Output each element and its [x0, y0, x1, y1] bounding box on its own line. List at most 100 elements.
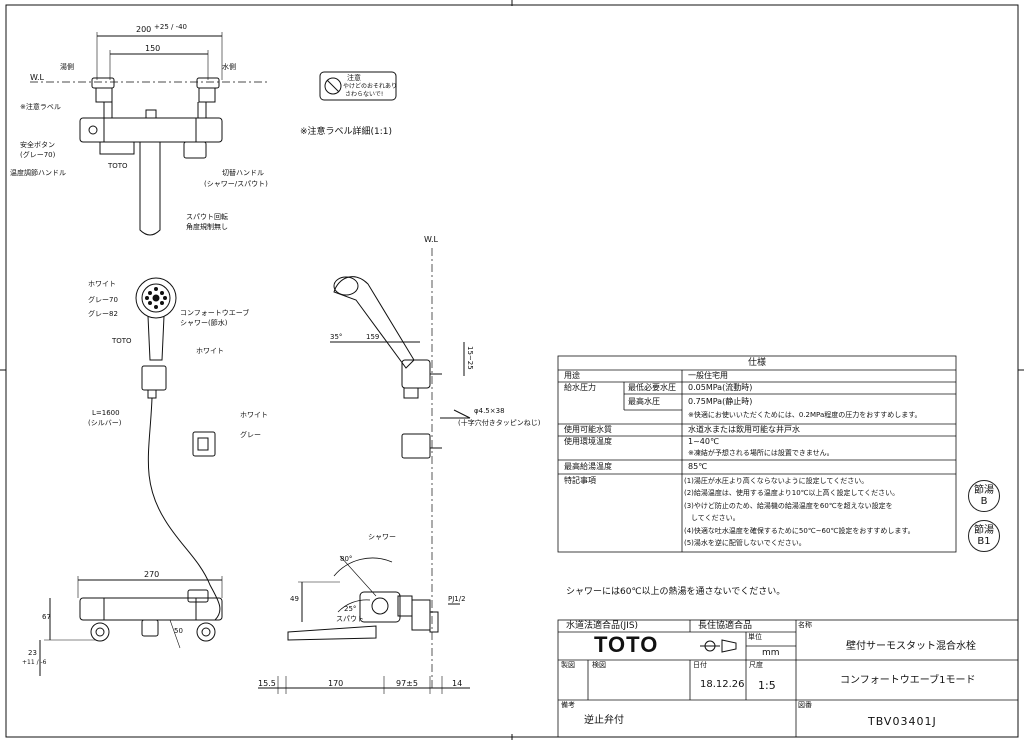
holder-white-label: ホワイト — [240, 411, 268, 419]
date-label: 日付 — [693, 661, 707, 669]
spout-rotation-callout: スパウト回転 — [186, 213, 228, 221]
shower-white2-label: ホワイト — [196, 347, 224, 355]
spec-row-value: 85℃ — [688, 462, 708, 471]
bottom-dim-14: 14 — [452, 679, 463, 688]
product-name: 壁付サーモスタット混合水栓 — [846, 641, 976, 652]
hose-color-label: (シルバー) — [88, 419, 122, 427]
screw-spec: φ4.5×38 — [474, 407, 505, 415]
caution-label-line2: さわらないで! — [345, 91, 384, 98]
shower-direction-label: シャワー — [368, 533, 396, 541]
safety-button-color: (グレー70) — [20, 151, 56, 159]
angle-80: 80° — [340, 555, 353, 563]
spec-row-value: 一般住宅用 — [688, 371, 728, 380]
shower-brand-label: TOTO — [112, 337, 132, 345]
spec-row-value: 水道水または飲用可能な井戸水 — [688, 425, 800, 434]
temp-handle-callout: 温度調節ハンドル — [10, 169, 66, 177]
notes-label: 特記事項 — [564, 476, 596, 485]
bottom-dim-15-5: 15.5 — [258, 679, 276, 688]
side-view-drawing — [330, 248, 471, 690]
dim-200-tolerance: +25 / -40 — [154, 23, 188, 31]
note-line: (3)やけど防止のため、給湯機の給湯温度を60℃を超えない設定を — [684, 502, 893, 510]
dim-23: 23 — [28, 649, 37, 657]
cert-choju: 長住協適合品 — [698, 621, 753, 631]
spec-row-sub: 最低必要水圧 — [628, 383, 676, 392]
safety-button-callout: 安全ボタン — [20, 141, 55, 149]
dim-50: 50 — [174, 627, 183, 635]
remarks-label: 備考 — [561, 701, 575, 709]
spec-row-note: ※快適にお使いいただくためには、0.2MPa程度の圧力をおすすめします。 — [688, 411, 922, 419]
bottom-dim-97: 97±5 — [396, 679, 418, 688]
dim-270: 270 — [144, 570, 160, 579]
note-line: (4)快適な吐水温度を確保するために50℃~60℃設定をおすすめします。 — [684, 527, 915, 535]
name-label: 名称 — [798, 621, 812, 629]
cert-jis: 水道法適合品(JIS) — [566, 621, 639, 631]
caution-label-title: 注意 — [347, 74, 361, 82]
comfort-wave-sub: シャワー(節水) — [180, 319, 228, 327]
dim-67: 67 — [42, 613, 51, 621]
front-view-drawing — [39, 576, 223, 676]
spec-row-note: ※凍結が予想される場所には設置できません。 — [688, 449, 834, 457]
angle-35: 35° — [330, 333, 343, 341]
spec-row-value: 1~40℃ — [688, 437, 719, 446]
spec-table-grid — [557, 355, 957, 553]
note-line: (1)湯圧が水圧より高くならないように設定してください。 — [684, 477, 869, 485]
caution-label-callout: ※注意ラベル — [20, 103, 61, 111]
hose-length-label: L=1600 — [92, 409, 120, 417]
angle-25: 25° — [344, 605, 357, 613]
pipe-joint-label: PJ1/2 — [448, 595, 466, 603]
comfort-wave-label: コンフォートウエーブ — [180, 309, 250, 317]
label-detail-heading: ※注意ラベル詳細(1:1) — [300, 127, 393, 137]
hot-side-label: 湯側 — [60, 63, 74, 71]
scale-label: 尺度 — [749, 661, 763, 669]
screw-spec-sub: (十字穴付きタッピンねじ) — [458, 419, 541, 427]
warning-note: シャワーには60℃以上の熱湯を通さないでください。 — [566, 587, 786, 597]
spout-direction-label: スパウト — [336, 615, 364, 623]
spec-row-label: 給水圧力 — [564, 383, 596, 392]
spec-table-title: 仕様 — [748, 358, 767, 368]
switch-handle-sub: (シャワー/スパウト) — [204, 180, 268, 188]
shower-white-label: ホワイト — [88, 280, 116, 288]
note-line: (2)給湯温度は、使用する温度より10℃以上高く設定してください。 — [684, 489, 900, 497]
spec-row-label: 使用環境温度 — [564, 437, 612, 446]
spec-row-label: 使用可能水質 — [564, 425, 612, 434]
note-line: (5)湯水を逆に配管しないでください。 — [684, 539, 806, 547]
spec-row-sub: 最高水圧 — [628, 397, 660, 406]
dim-200: 200 — [136, 25, 152, 34]
drawing-number-label: 図番 — [798, 701, 812, 709]
dim-23-tolerance: +11 / -6 — [22, 659, 47, 666]
date-value: 18.12.26 — [700, 679, 745, 690]
dim-49: 49 — [290, 595, 299, 603]
toto-logo: TOTO — [594, 632, 659, 657]
caution-label-line1: やけどのおそれあり — [343, 83, 398, 90]
unit-label: 単位 — [748, 633, 762, 641]
switch-handle-callout: 切替ハンドル — [222, 169, 264, 177]
shower-grey82-label: グレー82 — [88, 310, 118, 318]
model-name: コンフォートウエーブ1モード — [840, 675, 976, 686]
wl-label-side: W.L — [424, 235, 438, 244]
note-line: してください。 — [684, 514, 740, 522]
spec-row-value: 0.75MPa(静止時) — [688, 397, 753, 406]
top-view-drawing — [30, 32, 270, 236]
checked-label: 検図 — [592, 661, 606, 669]
unit-value: mm — [762, 648, 780, 658]
spec-row-label: 最高給湯温度 — [564, 462, 612, 471]
title-block-grid — [557, 619, 1019, 738]
bottom-dim-170: 170 — [328, 679, 344, 688]
spout-rotation-sub: 角度規制無し — [186, 223, 228, 231]
drafted-label: 製図 — [561, 661, 575, 669]
brand-small-top: TOTO — [108, 162, 128, 170]
shower-grey70-label: グレー70 — [88, 296, 118, 304]
dim-15-25: 15~25 — [466, 346, 474, 370]
spec-row-value: 0.05MPa(流動時) — [688, 383, 753, 392]
remarks-value: 逆止弁付 — [584, 715, 624, 726]
spec-row-label: 用途 — [564, 371, 580, 380]
drawing-number: TBV03401J — [868, 715, 937, 728]
caution-label-box — [319, 71, 397, 101]
wl-label-top: W.L — [30, 73, 44, 82]
dim-150: 150 — [145, 44, 161, 53]
side-view-bottom-drawing — [287, 555, 460, 641]
